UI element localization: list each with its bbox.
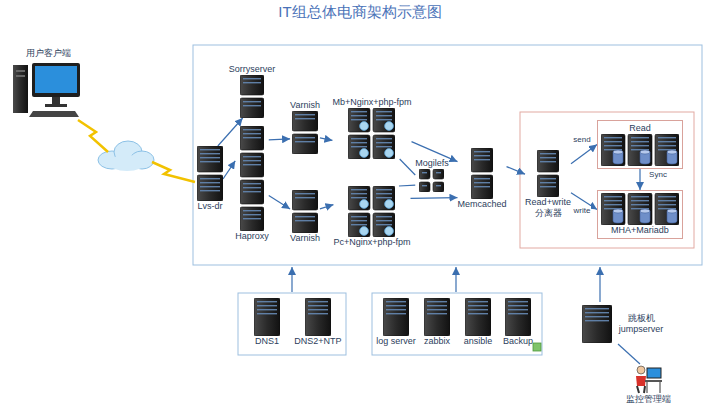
connector [269, 139, 290, 140]
person-icon [633, 364, 663, 394]
server-icon [601, 134, 679, 166]
node-label: zabbix [424, 336, 450, 347]
node-label: Memcached [457, 199, 506, 210]
server-node: 用户客户端 [13, 48, 83, 121]
node-label: log server [376, 336, 416, 347]
server-icon [240, 126, 264, 231]
node-label: MHA+Mariadb [611, 225, 669, 236]
server-node: DNS1 [254, 298, 280, 347]
edge-label: send [572, 135, 591, 145]
dns-group-frame [238, 293, 346, 355]
server-icon [292, 190, 318, 233]
server-node: Mb+Nginx+php-fpm [332, 97, 411, 159]
server-icon [240, 75, 264, 118]
server-node: Read+write 分离器 [525, 150, 571, 219]
connector [507, 167, 525, 175]
edge-label: Sync [648, 170, 668, 180]
backup-badge [533, 343, 541, 351]
connector [320, 138, 333, 141]
node-label: Mogilefs [415, 158, 449, 169]
server-icon [254, 298, 280, 336]
server-node: Haproxy [235, 126, 269, 242]
diagram-title: IT组总体电商架构示意图 [0, 3, 720, 22]
server-icon [424, 298, 450, 336]
server-node: Memcached [457, 148, 506, 210]
node-label: Haproxy [235, 231, 269, 242]
ops-arrow [455, 267, 456, 292]
server-node: 跳板机 jumpserver [582, 305, 666, 343]
node-label: DNS1 [255, 336, 279, 347]
node-label: Read+write 分离器 [525, 197, 571, 219]
node-label: ansible [464, 336, 493, 347]
connector [411, 197, 458, 199]
node-label: Mb+Nginx+php-fpm [332, 97, 411, 108]
server-node: Pc+Nginx+php-fpm [333, 186, 410, 248]
server-icon [471, 148, 493, 199]
node-label: Sorryserver [229, 64, 276, 75]
server-node: DNS2+NTP [294, 298, 341, 347]
connector [320, 205, 334, 209]
server-node: 监控管理端 [626, 364, 671, 405]
node-label: 监控管理端 [626, 394, 671, 405]
node-label: Lvs-dr [197, 201, 222, 212]
connector [269, 196, 290, 209]
server-icon [537, 150, 559, 197]
node-label: 用户客户端 [26, 48, 71, 59]
node-label: 跳板机 jumpserver [616, 313, 666, 335]
server-icon [348, 186, 395, 237]
server-node: ansible [464, 298, 493, 347]
connector [571, 145, 597, 164]
connector [223, 161, 235, 179]
connector [218, 118, 243, 146]
edge-label: write [573, 206, 592, 216]
ops-group-frame [372, 293, 542, 355]
server-node: Varnish [290, 100, 320, 154]
server-node: Sorryserver [229, 64, 276, 118]
node-label: Read [629, 123, 651, 134]
connector [399, 185, 415, 187]
admin-line [618, 344, 640, 364]
server-icon [348, 108, 395, 159]
server-node: Varnish [290, 190, 320, 244]
server-icon [465, 298, 491, 336]
node-label: DNS2+NTP [294, 336, 341, 347]
server-icon [582, 305, 612, 343]
pc-icon [13, 59, 83, 121]
main-frame [193, 45, 702, 265]
server-node: log server [376, 298, 416, 347]
server-icon [419, 169, 444, 192]
lightning-link [152, 162, 195, 182]
server-icon [197, 146, 223, 201]
node-label: Backup [503, 336, 533, 347]
server-node: zabbix [424, 298, 450, 347]
dns-arrow [291, 267, 292, 292]
server-icon [292, 111, 318, 154]
cloud [98, 141, 154, 171]
lightning-link [78, 120, 108, 152]
server-node: Lvs-dr [197, 146, 223, 212]
server-icon [383, 298, 409, 336]
db-frame [520, 112, 694, 248]
server-icon [601, 193, 679, 225]
connector [400, 159, 416, 175]
server-icon [305, 298, 331, 336]
server-icon [505, 298, 531, 336]
server-node: Backup [503, 298, 533, 347]
server-group-box: MHA+Mariadb [597, 190, 683, 239]
server-group-box: Read [597, 120, 683, 169]
connector [639, 169, 640, 190]
node-label: Varnish [290, 100, 320, 111]
node-label: Pc+Nginx+php-fpm [333, 237, 410, 248]
node-label: Varnish [290, 233, 320, 244]
server-node: Mogilefs [415, 158, 449, 192]
jump-arrow [599, 267, 600, 302]
